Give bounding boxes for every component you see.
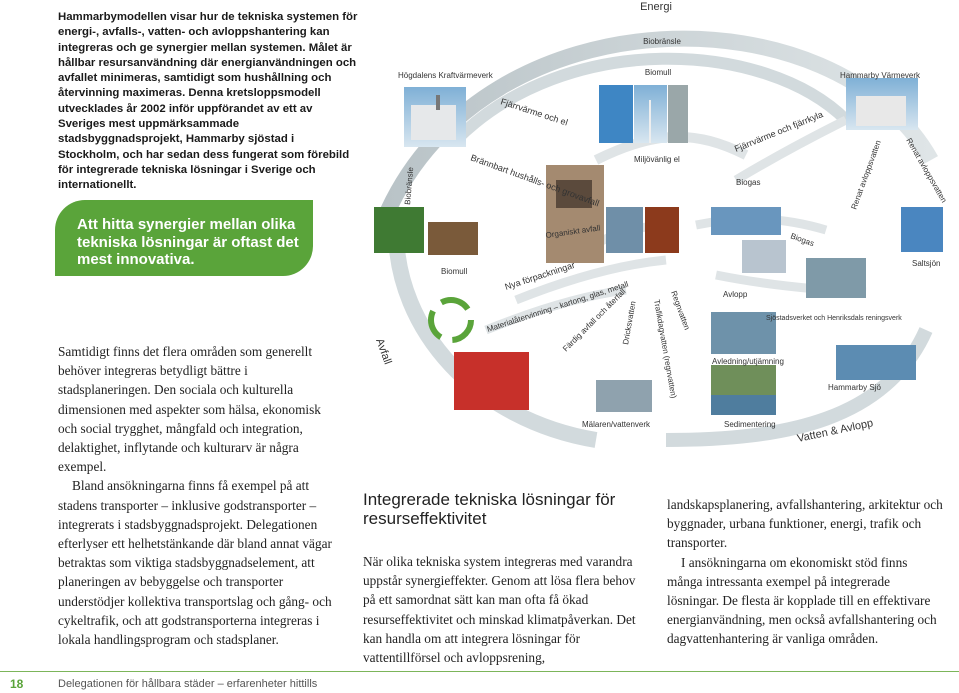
col2-paragraph: När olika tekniska system integreras med…	[363, 554, 636, 666]
col3-paragraph-2: I ansökningarna om ekonomiskt stöd finns…	[667, 554, 937, 647]
church-photo	[606, 207, 643, 253]
field-photo	[428, 222, 478, 255]
treatment-plant-photo	[806, 258, 866, 298]
column-2: När olika tekniska system integreras med…	[363, 552, 639, 667]
forest-photo	[374, 207, 424, 253]
package-arrow	[514, 255, 667, 305]
intro-text: Hammarbymodellen visar hur de tekniska s…	[58, 11, 358, 192]
label-dricksvatten: Dricksvatten	[621, 300, 638, 345]
label-regnvatten: Regnvatten	[669, 290, 691, 332]
hammarby-model-diagram: Energi Biobränsle Biomull Högdalens Kraf…	[373, 1, 949, 448]
solar-panel-photo	[599, 85, 633, 143]
label-avlopp: Avlopp	[723, 290, 748, 299]
lake-photo	[711, 312, 776, 354]
column-3: landskapsplanering, avfallshantering, ar…	[667, 495, 943, 649]
sedimentation-photo	[711, 395, 776, 415]
col3-paragraph-1: landskapsplanering, avfallshantering, ar…	[667, 497, 943, 551]
label-sjostadsverket: Sjöstadsverket och Henriksdals reningsve…	[766, 315, 902, 322]
label-avfall: Avfall	[373, 337, 393, 366]
page-number: 18	[10, 677, 24, 691]
bus-photo	[711, 207, 781, 235]
energy-arc-inner	[451, 52, 851, 145]
city-photo	[668, 85, 688, 143]
label-malaren: Mälaren/vattenverk	[582, 420, 651, 429]
footer-divider	[0, 671, 959, 672]
van-photo	[742, 240, 786, 273]
label-hogdalens: Högdalens Kraftvärmeverk	[398, 71, 494, 80]
col1-paragraph-1: Samtidigt finns det flera områden som ge…	[58, 344, 321, 475]
label-fjarrvarme-el: Fjärrvärme och el	[499, 96, 569, 127]
recycle-icon	[428, 297, 474, 343]
col1-paragraph-2: Bland ansökningarna finns få exempel på …	[58, 478, 332, 648]
label-biogas-top: Biogas	[736, 178, 760, 187]
label-sedimentering: Sedimentering	[724, 420, 776, 429]
label-hammarby-sjo: Hammarby Sjö	[828, 383, 881, 392]
label-miljovanlig-el: Miljövänlig el	[634, 155, 680, 164]
label-energi: Energi	[640, 1, 672, 13]
callout-box: Att hitta synergier mellan olika teknisk…	[55, 200, 313, 276]
boat-photo	[901, 207, 943, 252]
column-1: Samtidigt finns det flera områden som ge…	[58, 342, 340, 649]
label-avledning: Avledning/utjämning	[712, 357, 784, 366]
hammarby-sjo-photo	[836, 345, 916, 380]
label-fjarrvarme-fjarrkyla: Fjärrvärme och fjärrkyla	[733, 109, 824, 154]
label-biomull-top: Biomull	[645, 68, 671, 77]
label-saltsjon: Saltsjön	[912, 259, 940, 268]
section-heading: Integrerade tekniska lösningar för resur…	[363, 490, 616, 528]
fjarrkyla-arrow	[733, 115, 849, 184]
callout-text: Att hitta synergier mellan olika teknisk…	[77, 216, 299, 268]
waste-arc	[388, 229, 598, 448]
label-trafikdagvatten: Trafikdagvatten (regnvatten)	[652, 299, 678, 400]
label-biogas-mid: Biogas	[789, 231, 815, 248]
material-arrow	[484, 285, 627, 335]
waste-bins-photo	[454, 352, 529, 410]
waterworks-photo	[596, 380, 652, 412]
label-biomull-mid: Biomull	[441, 267, 467, 276]
apartment-photo	[546, 165, 604, 263]
label-hammarby-varmeverk: Hammarby Värmeverk	[840, 71, 921, 80]
label-biobransle-top: Biobränsle	[643, 37, 681, 46]
label-renat-1: Renat avloppsvatten	[849, 139, 882, 211]
footer-text: Delegationen för hållbara städer – erfar…	[58, 678, 318, 690]
label-biobransle-side: Biobränsle	[403, 166, 415, 205]
fire-photo	[645, 207, 679, 253]
